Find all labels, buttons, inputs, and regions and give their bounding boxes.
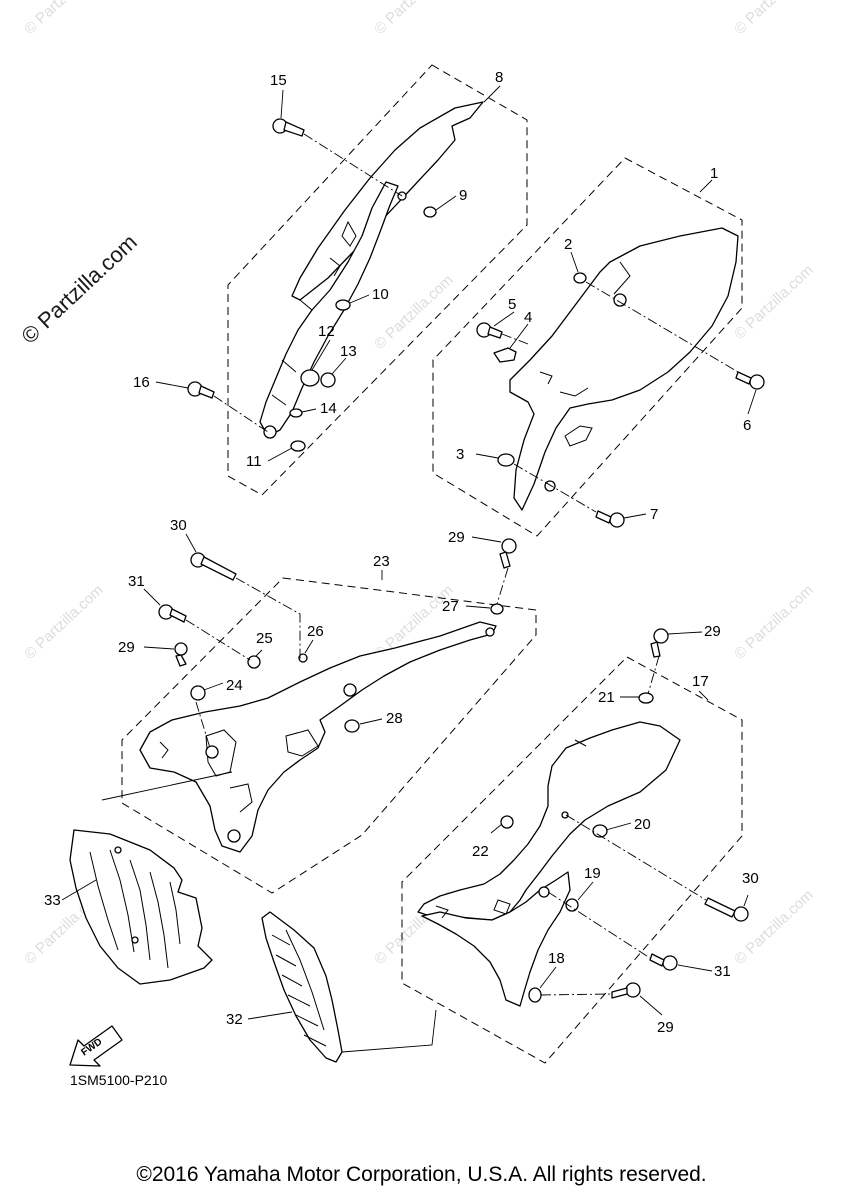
callout-19: 19 [584, 865, 601, 882]
fasteners[interactable] [158, 118, 765, 1003]
grommet-12 [300, 369, 320, 387]
callout-13: 13 [340, 343, 357, 360]
part-1-shroud[interactable] [509, 227, 739, 511]
bolt-29-left [174, 642, 188, 667]
callout-3: 3 [456, 446, 464, 463]
callout-5: 5 [508, 296, 516, 313]
callout-31-right: 31 [714, 963, 731, 980]
bolt-29-bottom [611, 982, 641, 999]
bolt-29-top [499, 538, 517, 569]
callout-20: 20 [634, 816, 651, 833]
watermark: © Partzilla.com [21, 0, 107, 38]
washer-11 [290, 440, 306, 452]
part-17-radiator-cover[interactable] [417, 721, 681, 1007]
callout-25: 25 [256, 630, 273, 647]
callout-22: 22 [472, 843, 489, 860]
bolt-15 [272, 118, 305, 137]
collar-9 [423, 206, 437, 218]
bolt-29-right [650, 628, 669, 658]
callout-9: 9 [459, 187, 467, 204]
watermark: © Partzilla.com [731, 887, 817, 968]
callout-8: 8 [495, 69, 503, 86]
bolt-16 [187, 381, 215, 399]
grommet-28 [344, 719, 360, 733]
fwd-arrow-icon: FWD [69, 1025, 123, 1067]
washer-27 [490, 603, 504, 615]
callout-29-top: 29 [448, 529, 465, 546]
part-8-side-cover[interactable] [259, 101, 484, 439]
watermark: © Partzilla.com [371, 0, 457, 38]
callout-6: 6 [743, 417, 751, 434]
callout-17: 17 [692, 673, 709, 690]
callout-32: 32 [226, 1011, 243, 1028]
bolt-7 [595, 510, 625, 528]
plug-13 [320, 372, 336, 388]
bolt-6 [735, 371, 765, 390]
boundary-group-17 [401, 656, 743, 1064]
callout-29-bottom: 29 [657, 1019, 674, 1036]
nut-22 [500, 815, 514, 829]
callout-2: 2 [564, 236, 572, 253]
callout-23: 23 [373, 553, 390, 570]
callout-31-left: 31 [128, 573, 145, 590]
part-32-louver[interactable] [261, 911, 343, 1063]
assembly-lines [61, 85, 757, 1053]
washer-21 [638, 692, 654, 704]
collar-25 [247, 655, 261, 669]
callout-10: 10 [372, 286, 389, 303]
boundary-group-23 [121, 577, 537, 894]
bolt-31-right [649, 953, 678, 971]
watermark: © Partzilla.com [731, 582, 817, 663]
watermark: © Partzilla.com [731, 262, 817, 343]
washer-14 [289, 408, 303, 418]
washer-3 [497, 453, 515, 467]
copyright-notice: ©2016 Yamaha Motor Corporation, U.S.A. A… [136, 1163, 707, 1186]
watermark: © Partzilla.com [731, 0, 817, 38]
callout-14: 14 [320, 400, 337, 417]
callout-11: 11 [246, 453, 262, 470]
grommet-18 [528, 987, 542, 1003]
callout-4: 4 [524, 309, 532, 326]
callout-1: 1 [710, 165, 718, 182]
callout-labels: 15 8 9 10 1 2 5 4 12 13 16 14 11 6 3 7 3… [44, 69, 759, 1036]
bolt-30-right [704, 897, 749, 922]
watermark: © Partzilla.com [21, 582, 107, 663]
washer-19 [565, 898, 579, 912]
collar-2 [573, 272, 587, 284]
callout-33: 33 [44, 892, 61, 909]
callout-16: 16 [133, 374, 150, 391]
assembly-boundaries [121, 64, 743, 1064]
washer-10 [335, 299, 351, 311]
callout-30-right: 30 [742, 870, 759, 887]
callout-26: 26 [307, 623, 324, 640]
part-23-radiator-cover[interactable] [139, 621, 497, 853]
callout-24: 24 [226, 677, 243, 694]
nut-26 [298, 653, 308, 663]
callout-30-upper: 30 [170, 517, 187, 534]
callout-12: 12 [318, 323, 335, 340]
diagram-code: 1SM5100-P210 [70, 1072, 168, 1088]
callout-18: 18 [548, 950, 565, 967]
boundary-group-1 [432, 157, 743, 537]
part-33-louver[interactable] [69, 829, 213, 985]
watermark-large: © Partzilla.com [16, 229, 141, 348]
callout-29-left: 29 [118, 639, 135, 656]
boundary-group-8 [227, 64, 528, 496]
clip-4 [493, 347, 517, 363]
callout-7: 7 [650, 506, 658, 523]
callout-27: 27 [442, 598, 459, 615]
callout-29-right: 29 [704, 623, 721, 640]
bolt-31-left [158, 604, 187, 623]
callout-21: 21 [598, 689, 615, 706]
bolt-30-upper [190, 552, 237, 581]
callout-15: 15 [270, 72, 287, 89]
callout-28: 28 [386, 710, 403, 727]
watermark: © Partzilla.com [371, 272, 457, 353]
bolt-5 [476, 322, 503, 339]
collar-24 [190, 685, 206, 701]
